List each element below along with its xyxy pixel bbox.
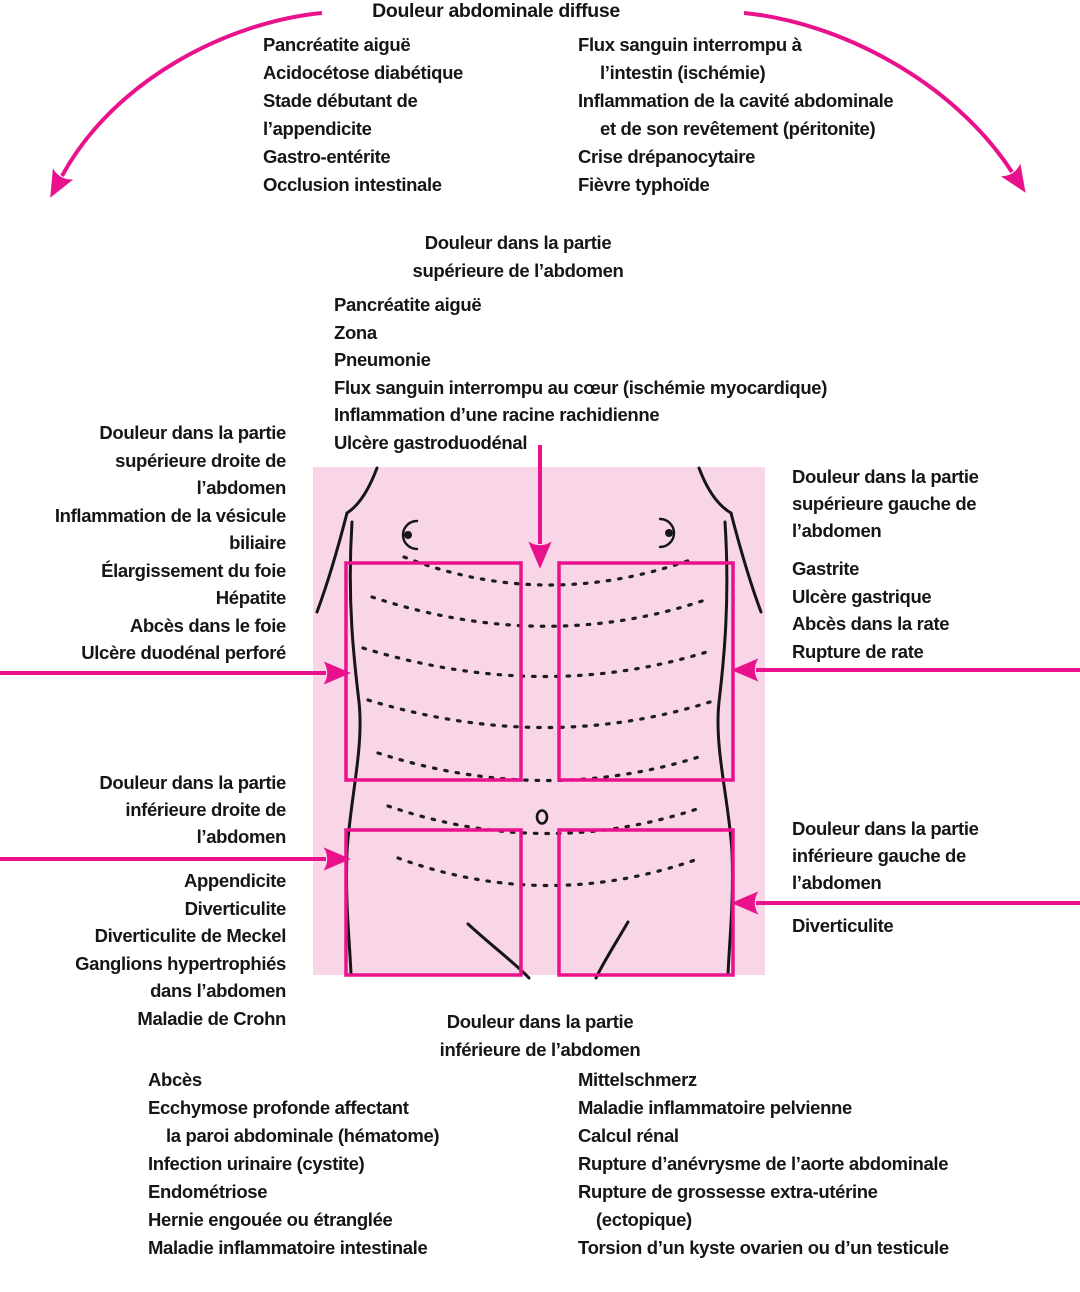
list-item: et de son revêtement (péritonite) xyxy=(600,118,876,139)
list-item: Rupture d’anévrysme de l’aorte abdominal… xyxy=(578,1153,949,1174)
list-item: Maladie de Crohn xyxy=(137,1007,286,1029)
lower-left-quadrant-block: Douleur dans la partie inférieure gauche… xyxy=(792,815,979,940)
list-item: Calcul rénal xyxy=(578,1125,679,1146)
list-item: Ganglions hypertrophiés xyxy=(75,952,286,974)
list-item: Fièvre typhoïde xyxy=(578,174,710,195)
list-item: Abcès dans la rate xyxy=(792,613,950,634)
heading-line: inférieure de l’abdomen xyxy=(439,1039,641,1060)
heading-line: Douleur dans la partie xyxy=(99,772,286,793)
list-item: Ulcère duodénal perforé xyxy=(81,642,286,663)
navel-icon xyxy=(535,809,549,825)
list-item: Hépatite xyxy=(215,587,287,608)
list-item: Diverticulite xyxy=(792,915,894,936)
lower-abdomen-heading: Douleur dans la partie inférieure de l’a… xyxy=(388,1008,692,1064)
diffuse-causes-left-list: Pancréatite aiguë Acidocétose diabétique… xyxy=(263,31,463,199)
list-item: Infection urinaire (cystite) xyxy=(148,1153,365,1174)
list-item: Rupture de grossesse extra-utérine xyxy=(578,1181,878,1202)
list-item: Endométriose xyxy=(148,1181,268,1202)
list-item: Flux sanguin interrompu à xyxy=(578,34,802,55)
curved-arrow-right-icon xyxy=(743,11,1026,193)
heading-line: Douleur dans la partie xyxy=(99,422,286,443)
list-item: Inflammation d’une racine rachidienne xyxy=(334,404,660,425)
heading-line: inférieure droite de xyxy=(125,799,286,820)
list-item: Élargissement du foie xyxy=(101,559,286,581)
heading-line: Douleur dans la partie xyxy=(792,466,979,487)
list-item: Pneumonie xyxy=(334,349,431,370)
upper-right-quadrant-block: Douleur dans la partie supérieure droite… xyxy=(0,419,286,667)
heading-line: l’abdomen xyxy=(792,872,882,893)
heading-line: l’abdomen xyxy=(196,477,287,498)
list-item: l’appendicite xyxy=(263,118,372,139)
list-item: Maladie inflammatoire pelvienne xyxy=(578,1097,852,1118)
list-item: (ectopique) xyxy=(596,1209,692,1230)
heading-line: Douleur dans la partie xyxy=(424,232,612,253)
upper-abdomen-heading: Douleur dans la partie supérieure de l’a… xyxy=(368,229,668,285)
lower-abdomen-causes-left-list: Abcès Ecchymose profonde affectant la pa… xyxy=(148,1066,440,1262)
diffuse-causes-right-list: Flux sanguin interrompu à l’intestin (is… xyxy=(578,31,894,199)
heading-line: supérieure gauche de xyxy=(792,493,977,514)
list-item: Gastro-entérite xyxy=(263,146,391,167)
upper-abdomen-causes-list: Pancréatite aiguë Zona Pneumonie Flux sa… xyxy=(334,291,827,456)
list-item: Ecchymose profonde affectant xyxy=(148,1097,409,1118)
list-item: Ulcère gastrique xyxy=(792,585,932,607)
heading-line: inférieure gauche de xyxy=(792,845,966,866)
list-item: dans l’abdomen xyxy=(150,980,286,1001)
upper-left-quadrant-block: Douleur dans la partie supérieure gauche… xyxy=(792,463,979,665)
list-item: Appendicite xyxy=(183,870,286,891)
nipple-left-icon xyxy=(401,519,419,551)
list-item: Inflammation de la cavité abdominale xyxy=(578,90,894,111)
list-item: l’intestin (ischémie) xyxy=(600,62,766,83)
page-title: Douleur abdominale diffuse xyxy=(372,0,620,22)
list-item: Abcès xyxy=(148,1069,202,1090)
list-item: Occlusion intestinale xyxy=(263,174,442,195)
list-item: Diverticulite xyxy=(184,897,287,919)
list-item: Crise drépanocytaire xyxy=(578,146,756,167)
list-item: Maladie inflammatoire intestinale xyxy=(148,1237,428,1258)
list-item: la paroi abdominale (hématome) xyxy=(166,1125,440,1146)
lower-abdomen-causes-right-list: Mittelschmerz Maladie inflammatoire pelv… xyxy=(578,1066,949,1262)
list-item: Flux sanguin interrompu au cœur (ischémi… xyxy=(334,376,828,398)
lower-right-quadrant-block: Douleur dans la partie inférieure droite… xyxy=(0,769,286,1032)
list-item: Pancréatite aiguë xyxy=(334,294,482,315)
list-item: Mittelschmerz xyxy=(578,1069,697,1090)
list-item: Zona xyxy=(334,321,377,343)
lower-right-quadrant-box xyxy=(344,828,523,977)
list-item: Inflammation de la vésicule xyxy=(54,504,286,526)
heading-line: supérieure droite de xyxy=(115,449,286,471)
list-item: Torsion d’un kyste ovarien ou d’un testi… xyxy=(578,1237,949,1258)
list-item: Gastrite xyxy=(792,558,860,579)
nipple-right-icon xyxy=(658,517,676,549)
list-item: Diverticulite de Meckel xyxy=(94,925,287,946)
pointer-arrows xyxy=(0,11,1080,915)
rib-dashed-arcs xyxy=(361,555,715,888)
list-item: Rupture de rate xyxy=(792,640,924,662)
list-item: biliaire xyxy=(229,532,286,553)
curved-arrow-left-icon xyxy=(50,11,323,198)
list-item: Pancréatite aiguë xyxy=(263,34,411,55)
heading-line: l’abdomen xyxy=(792,520,882,541)
list-item: Ulcère gastroduodénal xyxy=(334,431,528,453)
list-item: Hernie engouée ou étranglée xyxy=(148,1209,393,1230)
heading-line: supérieure de l’abdomen xyxy=(412,260,624,281)
heading-line: l’abdomen xyxy=(196,826,287,847)
list-item: Acidocétose diabétique xyxy=(263,62,463,83)
list-item: Abcès dans le foie xyxy=(129,614,287,636)
list-item: Stade débutant de xyxy=(263,90,418,111)
heading-line: Douleur dans la partie xyxy=(446,1011,634,1032)
heading-line: Douleur dans la partie xyxy=(792,818,979,839)
